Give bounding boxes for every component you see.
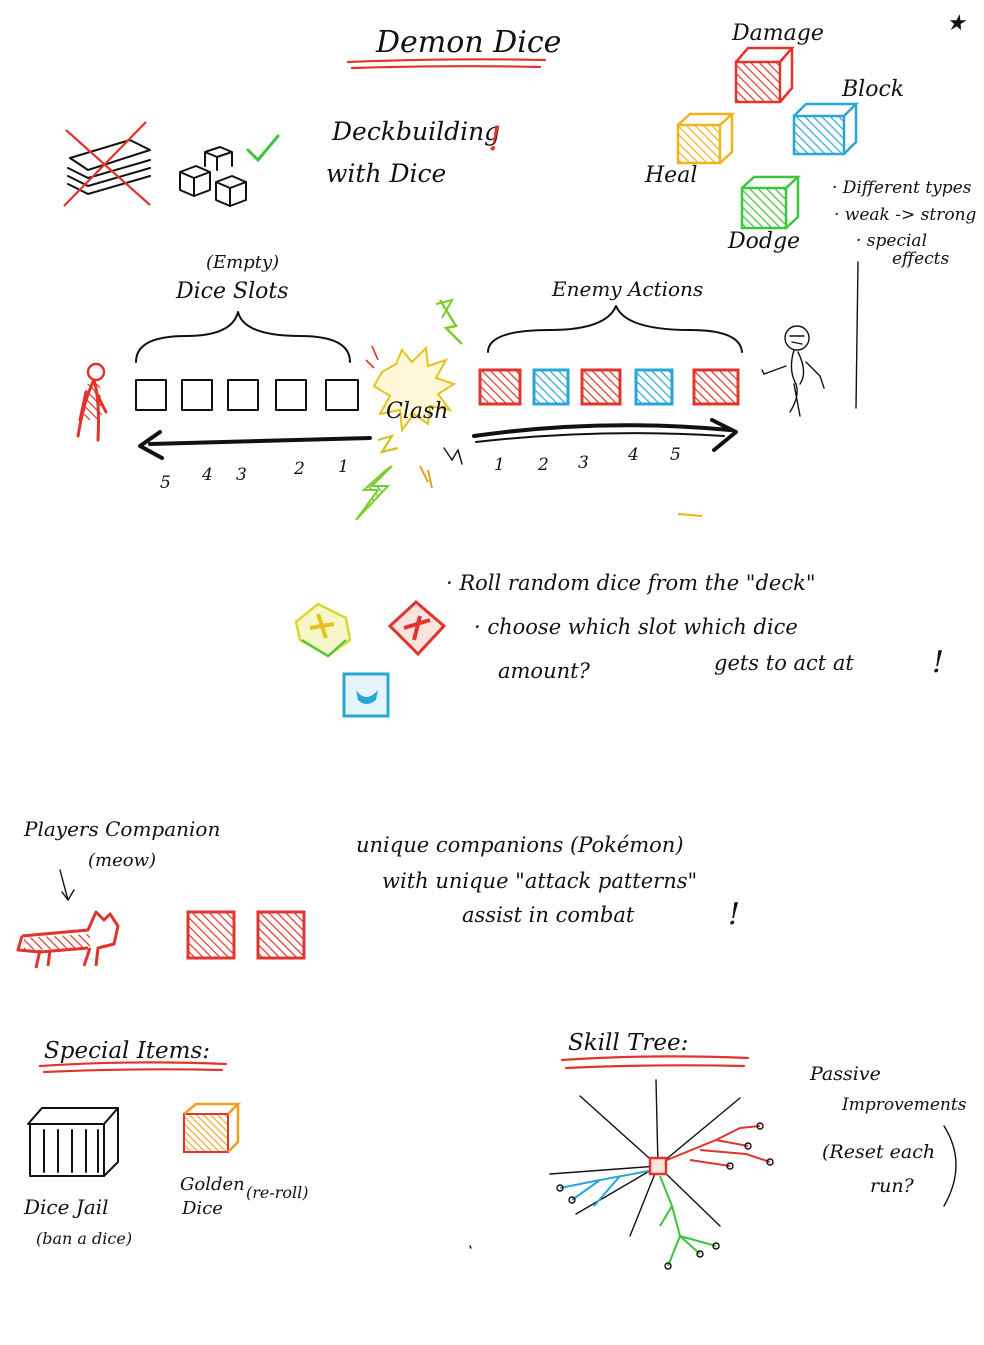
damage-label: Damage [731, 21, 824, 46]
skill-note-3: (Reset each [822, 1141, 935, 1163]
slot-number-4: 4 [201, 465, 213, 485]
note-types: · Different types [832, 178, 972, 198]
roll-exclaim: ! [932, 645, 944, 680]
note-weak-strong: · weak -> strong [834, 205, 977, 225]
dice-jail-label: Dice Jail [23, 1195, 109, 1219]
companion-sub: (meow) [88, 850, 156, 871]
heal-die-rolled-icon [294, 602, 352, 658]
cross-out-icon [63, 121, 151, 207]
page-title: Demon Dice [375, 25, 561, 60]
skill-tree-graph [549, 1079, 774, 1270]
slots-empty-label: (Empty) [206, 252, 279, 273]
golden-die-label-1: Golden [180, 1174, 245, 1195]
empty-slot-2[interactable] [275, 379, 307, 411]
empty-slot-row [135, 379, 359, 411]
companion-dice-row [186, 910, 306, 960]
enemy-figure-icon [761, 325, 825, 417]
roll-note-4: gets to act at [714, 651, 854, 675]
empty-slot-4[interactable] [181, 379, 213, 411]
dodge-die-icon [740, 175, 802, 230]
enemy-action-block-die-4 [634, 368, 674, 406]
block-die-icon [792, 102, 860, 156]
block-label: Block [841, 77, 904, 102]
dice-cluster-icon [179, 146, 247, 207]
intro-line-2: with Dice [326, 159, 446, 188]
slots-brace [135, 311, 351, 363]
roll-note-3: amount? [498, 659, 591, 683]
companion-desc-2: with unique "attack patterns" [382, 869, 697, 893]
companion-arrow [59, 869, 75, 902]
dodge-label: Dodge [727, 229, 800, 254]
enemy-timeline-arrow [472, 418, 738, 452]
check-icon [246, 134, 280, 163]
companion-exclaim: ! [728, 897, 740, 932]
enemy-brace [487, 305, 743, 353]
skill-tree-header: Skill Tree: [568, 1030, 688, 1056]
player-timeline-arrow [138, 430, 372, 460]
enemy-number-2: 2 [537, 455, 549, 475]
note-effects: effects [892, 249, 950, 269]
enemy-number-4: 4 [627, 445, 639, 465]
slot-number-2: 2 [293, 459, 305, 479]
damage-die-icon [734, 46, 795, 104]
items-underline [38, 1061, 228, 1068]
empty-slot-1[interactable] [325, 379, 359, 411]
companion-label: Players Companion [23, 817, 220, 841]
heal-die-icon [676, 112, 736, 165]
heal-label: Heal [644, 163, 697, 188]
notes-divider [855, 261, 859, 409]
skill-tree-underline [560, 1055, 750, 1062]
golden-die-icon [183, 1102, 242, 1153]
block-die-rolled-icon [342, 672, 390, 718]
enemy-number-1: 1 [494, 455, 505, 475]
stray-dot [469, 1245, 472, 1249]
slots-label: Dice Slots [175, 279, 289, 304]
note-special: · special [856, 231, 927, 251]
intro-exclaim: ! [488, 119, 502, 159]
empty-slot-3[interactable] [227, 379, 259, 411]
skill-note-paren [943, 1125, 957, 1207]
skill-tree-root-node [648, 1156, 668, 1176]
companion-desc-1: unique companions (Pokémon) [356, 833, 684, 857]
intro-line-1: Deckbuilding [331, 117, 500, 146]
enemy-action-damage-die-1 [478, 368, 522, 406]
slot-number-5: 5 [160, 473, 171, 493]
star-mark: ★ [946, 11, 967, 36]
dice-jail-sub: (ban a dice) [36, 1229, 132, 1248]
companion-damage-die-1 [186, 910, 236, 960]
yellow-stray-mark [677, 513, 703, 517]
enemy-action-row [478, 368, 740, 406]
slot-number-1: 1 [338, 457, 349, 477]
companion-damage-die-2 [256, 910, 306, 960]
clash-label: Clash [386, 399, 448, 424]
roll-note-1: · Roll random dice from the "deck" [446, 571, 815, 595]
damage-die-rolled-icon [387, 599, 447, 657]
enemy-actions-label: Enemy Actions [551, 277, 703, 301]
clash-burst-icon [355, 298, 463, 521]
skill-note-2: Improvements [841, 1095, 967, 1115]
items-header: Special Items: [44, 1038, 210, 1064]
empty-slot-5[interactable] [135, 379, 167, 411]
companion-desc-3: assist in combat [462, 903, 635, 927]
slot-number-3: 3 [236, 465, 247, 485]
golden-die-sub: (re-roll) [246, 1183, 309, 1202]
title-underline [346, 58, 547, 64]
cat-companion-icon [16, 910, 120, 969]
enemy-action-damage-die-5 [692, 368, 740, 406]
skill-note-1: Passive [809, 1063, 881, 1085]
enemy-action-block-die-2 [532, 368, 570, 406]
golden-die-label-2: Dice [181, 1198, 223, 1219]
skill-note-4: run? [870, 1175, 915, 1197]
roll-note-2: · choose which slot which dice [474, 615, 798, 639]
enemy-action-damage-die-3 [580, 368, 622, 406]
dice-jail-icon [27, 1107, 119, 1177]
player-figure-icon [76, 362, 108, 442]
card-stack-icon [67, 139, 151, 195]
enemy-number-5: 5 [670, 445, 681, 465]
enemy-number-3: 3 [578, 453, 589, 473]
